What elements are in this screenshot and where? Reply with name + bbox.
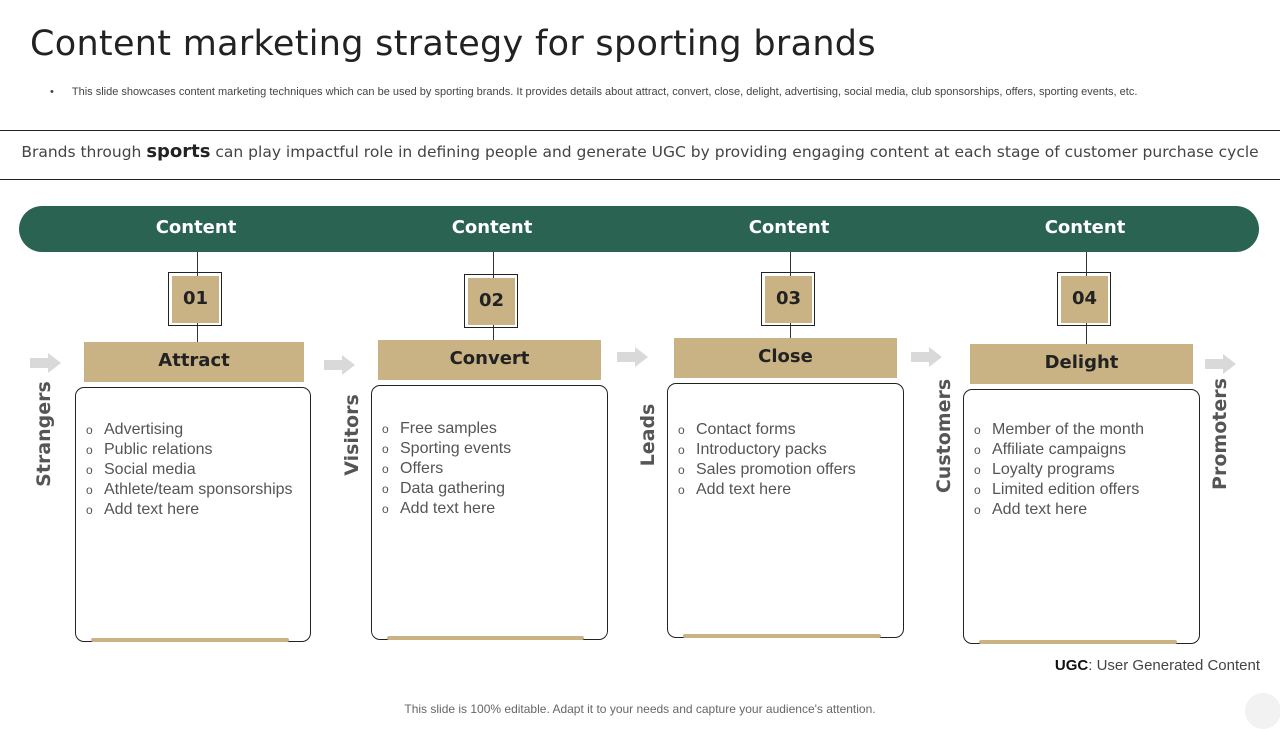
step-number-3: 03: [765, 276, 812, 323]
divider-top: [0, 130, 1280, 131]
band-label-4: Content: [1044, 217, 1126, 238]
audience-label-strangers: Strangers: [33, 381, 55, 487]
stage-attract: Attract: [84, 342, 304, 382]
bullet-icon: o: [678, 443, 685, 457]
bullet-icon: o: [86, 463, 93, 477]
audience-label-leads: Leads: [637, 403, 659, 467]
audience-label-promoters: Promoters: [1209, 378, 1231, 490]
ugc-text: : User Generated Content: [1088, 657, 1260, 674]
bullet-icon: o: [86, 503, 93, 517]
ugc-note: UGC: User Generated Content: [1055, 657, 1260, 674]
audience-label-customers: Customers: [933, 378, 955, 494]
subtitle-bullet: •: [50, 86, 54, 98]
bullet-icon: o: [678, 423, 685, 437]
step-number-1: 01: [172, 276, 219, 323]
corner-decoration: [1245, 693, 1280, 729]
stage-convert: Convert: [378, 340, 601, 380]
bullet-icon: o: [678, 463, 685, 477]
step-number-2: 02: [468, 278, 515, 325]
tagline: Brands through sports can play impactful…: [0, 141, 1280, 162]
bullet-icon: o: [382, 442, 389, 456]
bullet-icon: o: [974, 463, 981, 477]
step-number-box-3: 03: [761, 272, 815, 326]
step-number-box-2: 02: [464, 274, 518, 328]
bullet-icon: o: [678, 483, 685, 497]
bullet-icon: o: [86, 443, 93, 457]
right-arrow-icon: [1205, 354, 1236, 374]
stage-close: Close: [674, 338, 897, 378]
tagline-before: Brands through: [21, 143, 147, 161]
bullet-icon: o: [86, 483, 93, 497]
stage-delight: Delight: [970, 344, 1193, 384]
bullet-icon: o: [382, 422, 389, 436]
subtitle-text: This slide showcases content marketing t…: [71, 86, 1138, 98]
step-number-box-4: 04: [1057, 272, 1111, 326]
page-title: Content marketing strategy for sporting …: [30, 24, 876, 64]
step-number-4: 04: [1061, 276, 1108, 323]
bullet-icon: o: [974, 443, 981, 457]
right-arrow-icon: [911, 347, 942, 367]
card-accent-bar-2: [387, 636, 584, 640]
band-label-1: Content: [155, 217, 237, 238]
bullet-icon: o: [86, 423, 93, 437]
right-arrow-icon: [617, 347, 648, 367]
right-arrow-icon: [30, 353, 61, 373]
bullet-icon: o: [382, 502, 389, 516]
card-accent-bar-4: [979, 640, 1177, 644]
divider-bottom: [0, 179, 1280, 180]
card-accent-bar-3: [683, 634, 881, 638]
content-band: [19, 206, 1259, 252]
card-accent-bar-1: [91, 638, 289, 642]
ugc-abbr: UGC: [1054, 657, 1089, 674]
bullet-icon: o: [382, 482, 389, 496]
band-label-2: Content: [451, 217, 533, 238]
tagline-after: can play impactful role in defining peop…: [210, 143, 1259, 161]
tagline-emphasis: sports: [146, 141, 211, 162]
right-arrow-icon: [324, 355, 355, 375]
audience-label-visitors: Visitors: [341, 394, 363, 476]
step-number-box-1: 01: [168, 272, 222, 326]
subtitle: • This slide showcases content marketing …: [50, 86, 1137, 98]
bullet-icon: o: [974, 423, 981, 437]
bullet-icon: o: [974, 483, 981, 497]
bullet-icon: o: [974, 503, 981, 517]
footer-note: This slide is 100% editable. Adapt it to…: [404, 702, 876, 716]
bullet-icon: o: [382, 462, 389, 476]
band-label-3: Content: [748, 217, 830, 238]
